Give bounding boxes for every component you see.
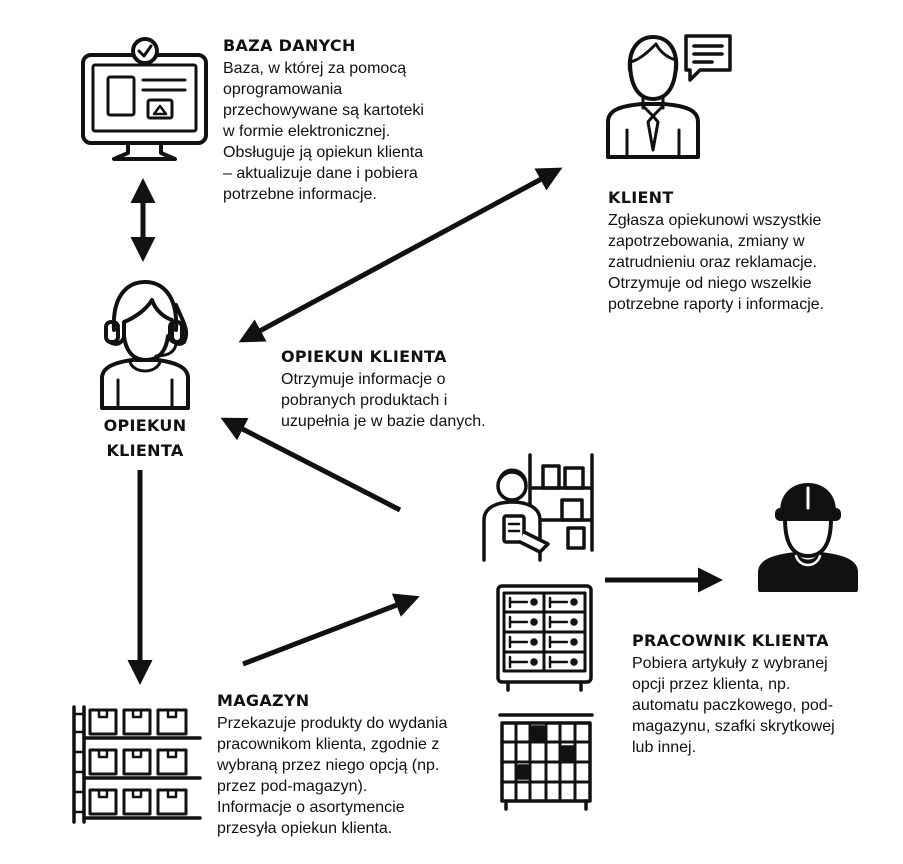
baza-line: Baza, w której za pomocą: [223, 60, 407, 77]
klient-description: Zgłasza opiekunowi wszystkie zapotrzebow…: [608, 210, 824, 315]
client-businessman-icon: [606, 35, 700, 159]
magazyn-line: Przekazuje produkty do wydania: [217, 715, 448, 732]
magazyn-block: MAGAZYN Przekazuje produkty do wydania p…: [217, 691, 447, 839]
magazyn-title: MAGAZYN: [217, 691, 310, 710]
baza-line: – aktualizuje dane i pobiera: [223, 165, 418, 182]
pracownik-klienta-description: Pobiera artykuły z wybranej opcji przez …: [632, 653, 835, 758]
pracownik-line: opcji przez klienta, np.: [632, 676, 791, 693]
magazyn-description: Przekazuje produkty do wydania pracownik…: [217, 713, 447, 839]
opiekun-label-line: OPIEKUN: [103, 416, 187, 435]
klient-line: zatrudnieniu oraz reklamacje.: [608, 254, 817, 271]
opiekun-klienta-icon-label: OPIEKUN KLIENTA: [85, 413, 205, 463]
baza-line: przechowywane są kartoteki: [223, 102, 424, 119]
arrow-opiekun-klient: [238, 167, 563, 343]
baza-danych-title: BAZA DANYCH: [223, 36, 356, 55]
arrow-magazyn-to-pracownik: [242, 593, 420, 667]
magazyn-line: wybraną przez niego opcją (np.: [217, 757, 440, 774]
pracownik-klienta-block: PRACOWNIK KLIENTA Pobiera artykuły z wyb…: [632, 631, 835, 758]
pracownik-klienta-title: PRACOWNIK KLIENTA: [632, 631, 829, 650]
chat-bubble-icon: [684, 34, 732, 82]
baza-line: potrzebne informacje.: [223, 186, 377, 203]
pracownik-line: lub innej.: [632, 739, 697, 756]
warehouse-worker-icon: [482, 453, 594, 562]
baza-danych-block: BAZA DANYCH Baza, w której za pomocą opr…: [223, 36, 424, 205]
baza-line: Obsługuje ją opiekun klienta: [223, 144, 424, 161]
pracownik-line: magazynu, szafki skrytkowej: [632, 718, 835, 735]
opiekun-klienta-title: OPIEKUN KLIENTA: [281, 347, 447, 366]
warehouse-shelves-icon: [72, 705, 202, 824]
pracownik-line: automatu paczkowego, pod-: [632, 697, 834, 714]
customer-service-agent-icon: [100, 280, 190, 410]
opiekun-label-line: KLIENTA: [106, 441, 184, 460]
parcel-locker-icon: [496, 584, 593, 692]
arrow-pracownik-to-opiekun: [220, 417, 402, 513]
lockers-cabinet-icon: [498, 713, 594, 811]
klient-line: zapotrzebowania, zmiany w: [608, 233, 805, 250]
construction-worker-icon: [758, 483, 858, 592]
baza-line: w formie elektronicznej.: [223, 123, 391, 140]
klient-line: Zgłasza opiekunowi wszystkie: [608, 212, 822, 229]
computer-database-icon: [81, 37, 208, 161]
klient-line: potrzebne raporty i informacje.: [608, 296, 825, 313]
klient-block: KLIENT Zgłasza opiekunowi wszystkie zapo…: [608, 188, 824, 315]
opiekun-klienta-description: Otrzymuje informacje o pobranych produkt…: [281, 369, 486, 432]
magazyn-line: przez pod-magazyn).: [217, 778, 368, 795]
magazyn-line: pracownikom klienta, zgodnie z: [217, 736, 440, 753]
magazyn-line: przesyła opiekun klienta.: [217, 820, 393, 837]
opiekun-line: Otrzymuje informacje o: [281, 371, 446, 388]
klient-line: Otrzymuje od niego wszelkie: [608, 275, 812, 292]
pracownik-line: Pobiera artykuły z wybranej: [632, 655, 828, 672]
opiekun-line: uzupełnia je w bazie danych.: [281, 413, 486, 430]
baza-danych-description: Baza, w której za pomocą oprogramowania …: [223, 58, 424, 205]
magazyn-line: Informacje o asortymencie: [217, 799, 405, 816]
opiekun-klienta-block: OPIEKUN KLIENTA Otrzymuje informacje o p…: [281, 347, 486, 432]
opiekun-line: pobranych produktach i: [281, 392, 448, 409]
klient-title: KLIENT: [608, 188, 674, 207]
baza-line: oprogramowania: [223, 81, 343, 98]
